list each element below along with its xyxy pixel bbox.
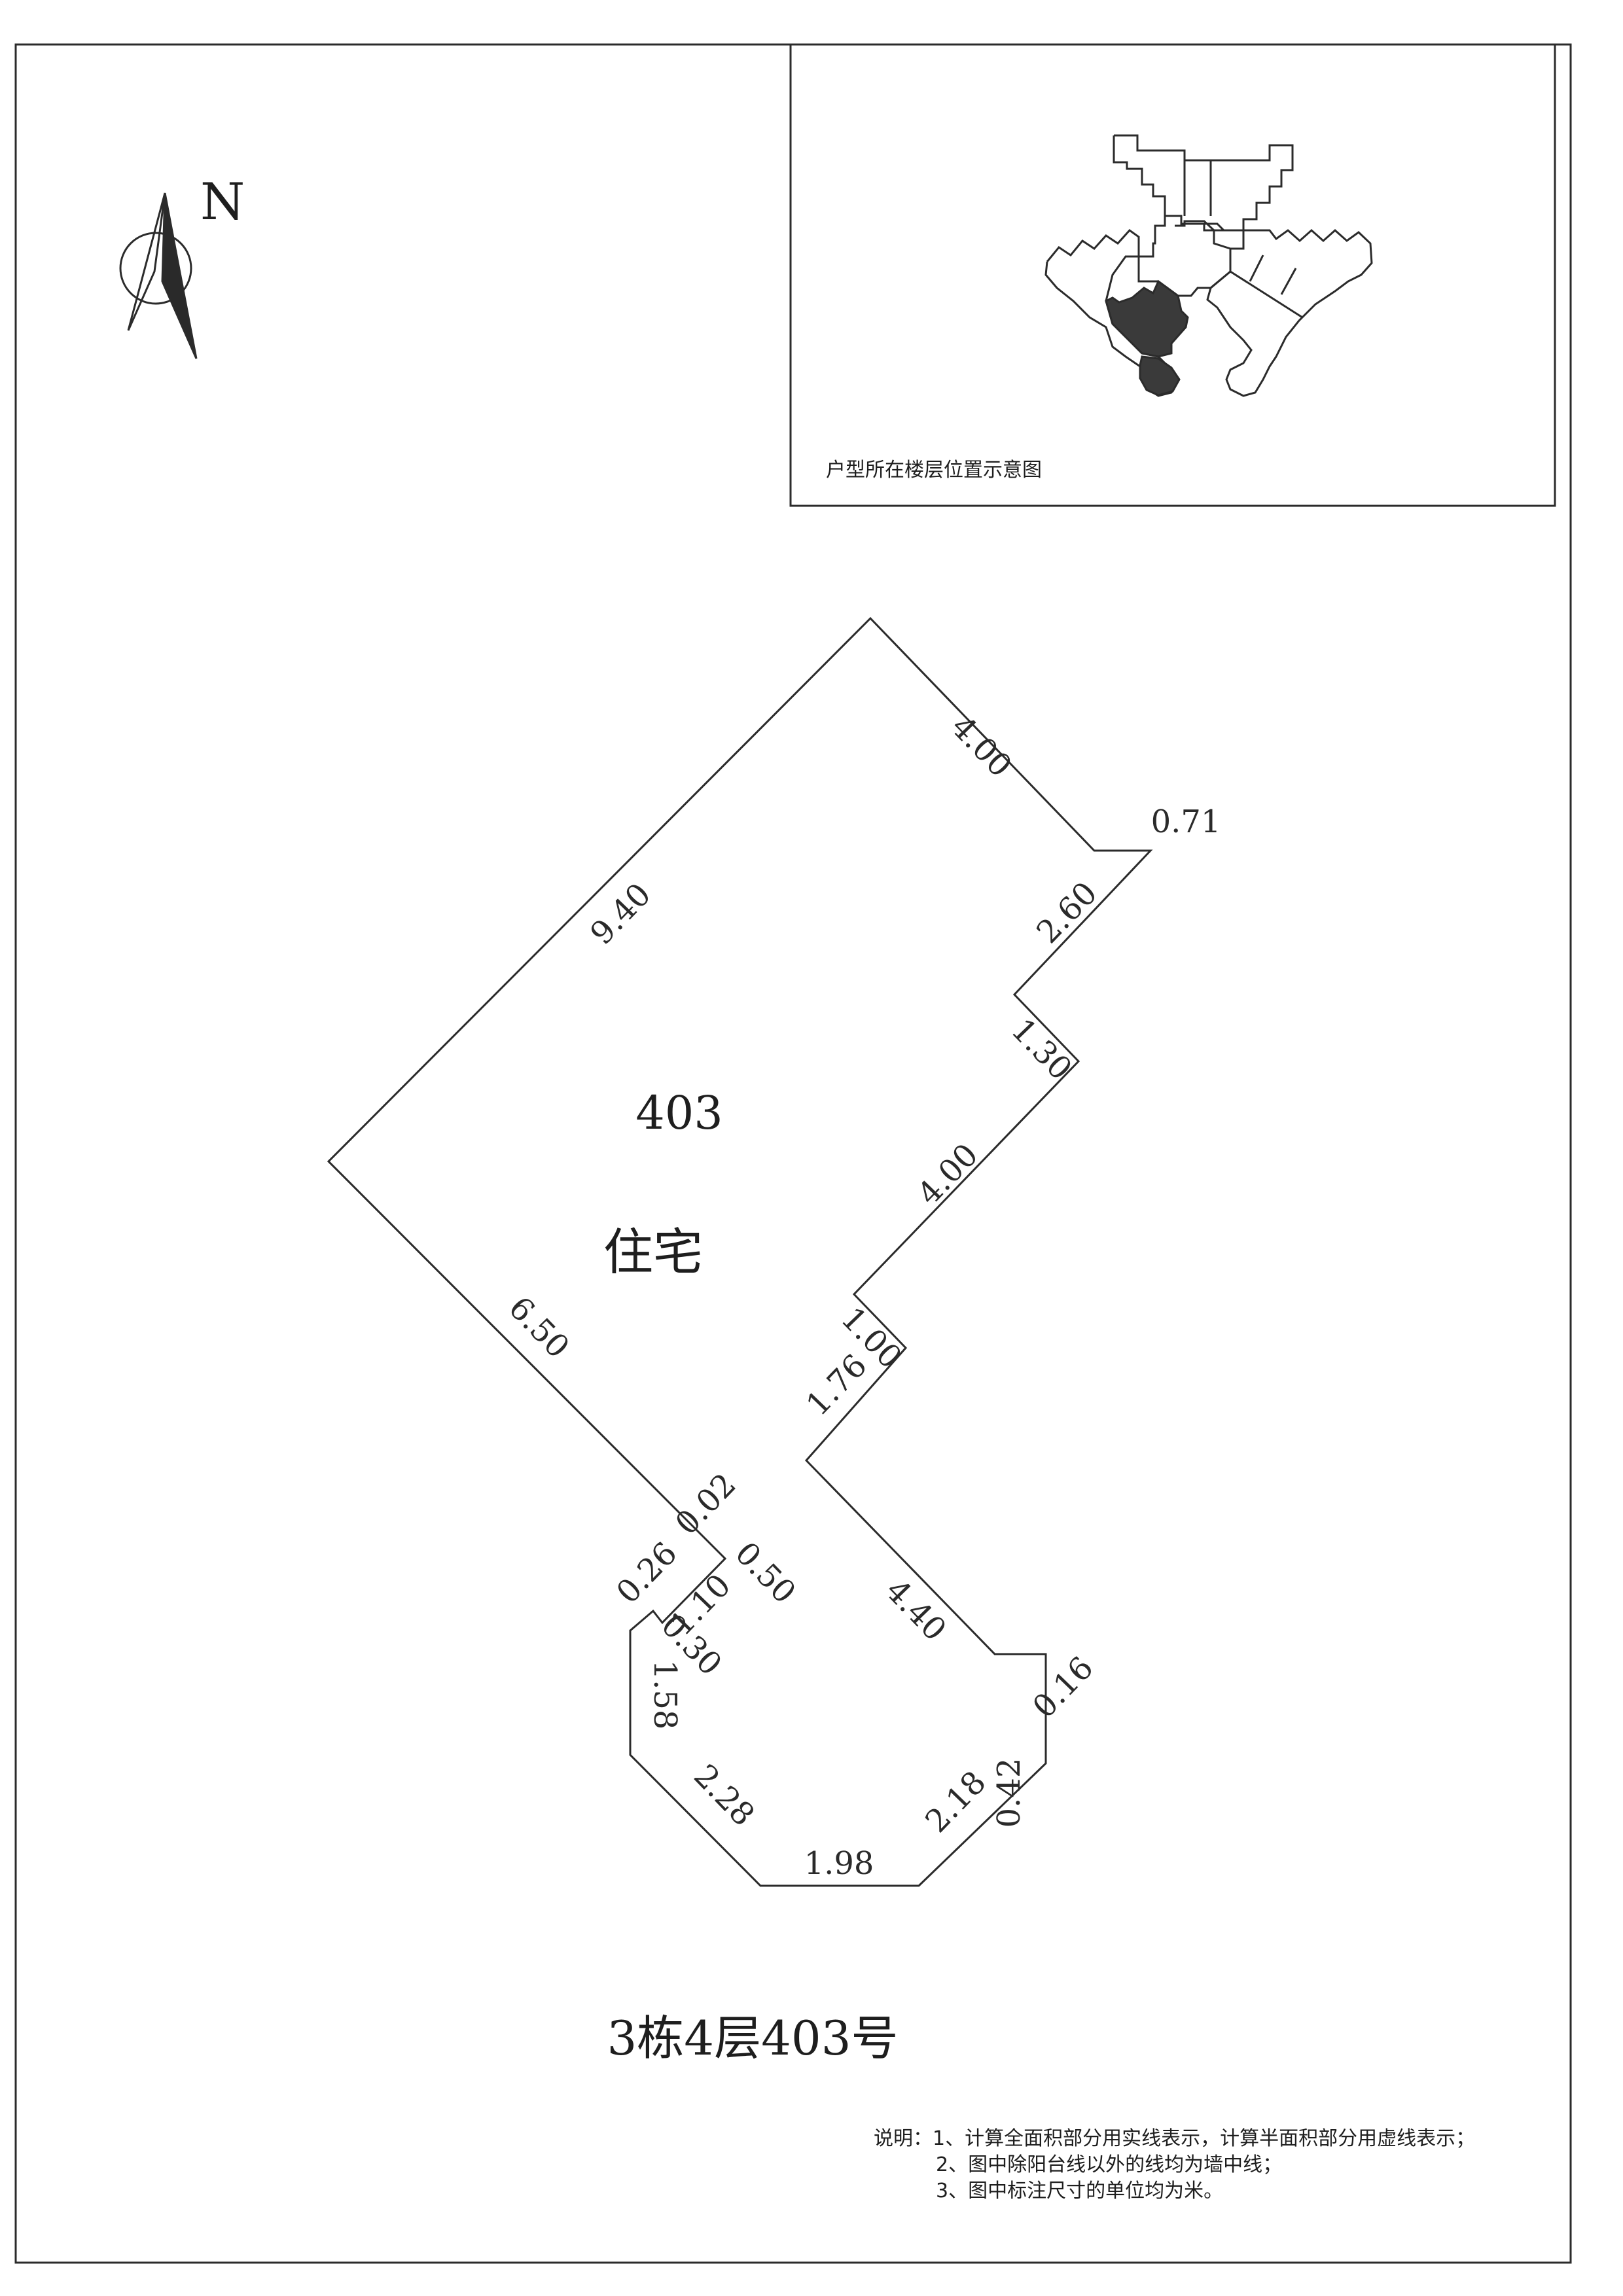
dim-label: 1.58 xyxy=(647,1660,683,1730)
unit-outline xyxy=(327,616,1153,1887)
dim-label: 9.40 xyxy=(583,876,658,952)
dim-label: 1.98 xyxy=(804,1845,874,1882)
locator-caption: 户型所在楼层位置示意图 xyxy=(826,459,1042,482)
dim-label: 4.00 xyxy=(944,709,1019,785)
locator-core xyxy=(1137,216,1245,297)
dim-label: 1.76 xyxy=(799,1347,874,1423)
locator-right-wing-divider xyxy=(1249,255,1264,282)
dim-label: 0.50 xyxy=(728,1535,803,1611)
dim-label: 0.71 xyxy=(1151,804,1221,840)
locator-right-wing-divider xyxy=(1280,268,1297,295)
locator-highlighted-unit-tip xyxy=(1139,355,1181,397)
note-line-2: 2、图中除阳台线以外的线均为墙中线； xyxy=(936,2153,1282,2176)
locator-top-wing xyxy=(1113,134,1294,232)
dim-label: 1.30 xyxy=(1004,1012,1079,1087)
dim-label: 2.18 xyxy=(918,1764,993,1840)
dim-label: 0.42 xyxy=(991,1758,1027,1828)
page-frame xyxy=(14,43,1572,2264)
north-arrow: N xyxy=(119,173,245,359)
notes: 说明：1、计算全面积部分用实线表示，计算半面积部分用虚线表示； 2、图中除阳台线… xyxy=(874,2127,1475,2202)
dim-label: 4.40 xyxy=(878,1572,954,1648)
building-locator-sketch xyxy=(1044,134,1373,397)
note-line-1: 说明：1、计算全面积部分用实线表示，计算半面积部分用虚线表示； xyxy=(874,2127,1475,2150)
north-arrow-right-half xyxy=(161,192,198,359)
note-line-3: 3、图中标注尺寸的单位均为米。 xyxy=(936,2180,1223,2202)
locator-frame xyxy=(789,43,1556,507)
room-use: 住宅 xyxy=(603,1223,703,1281)
north-arrow-left-half xyxy=(127,192,166,331)
unit-title: 3栋4层403号 xyxy=(607,2011,898,2066)
locator-highlighted-unit xyxy=(1105,279,1189,358)
locator-core-inner xyxy=(1175,220,1231,250)
north-arrow-circle xyxy=(119,232,192,305)
dimension-labels: 4.00 0.71 2.60 1.30 4.00 1.00 1.76 4.40 … xyxy=(501,709,1221,1882)
north-label: N xyxy=(200,173,245,232)
dim-label: 4.00 xyxy=(910,1137,986,1212)
locator-right-wing xyxy=(1206,228,1373,397)
locator-right-wing-divider xyxy=(1230,270,1303,319)
dim-label: 0.26 xyxy=(609,1535,685,1611)
dim-label: 6.50 xyxy=(501,1290,577,1366)
room-number: 403 xyxy=(635,1086,723,1140)
dim-label: 0.16 xyxy=(1026,1650,1101,1725)
dim-label: 0.02 xyxy=(668,1466,743,1542)
